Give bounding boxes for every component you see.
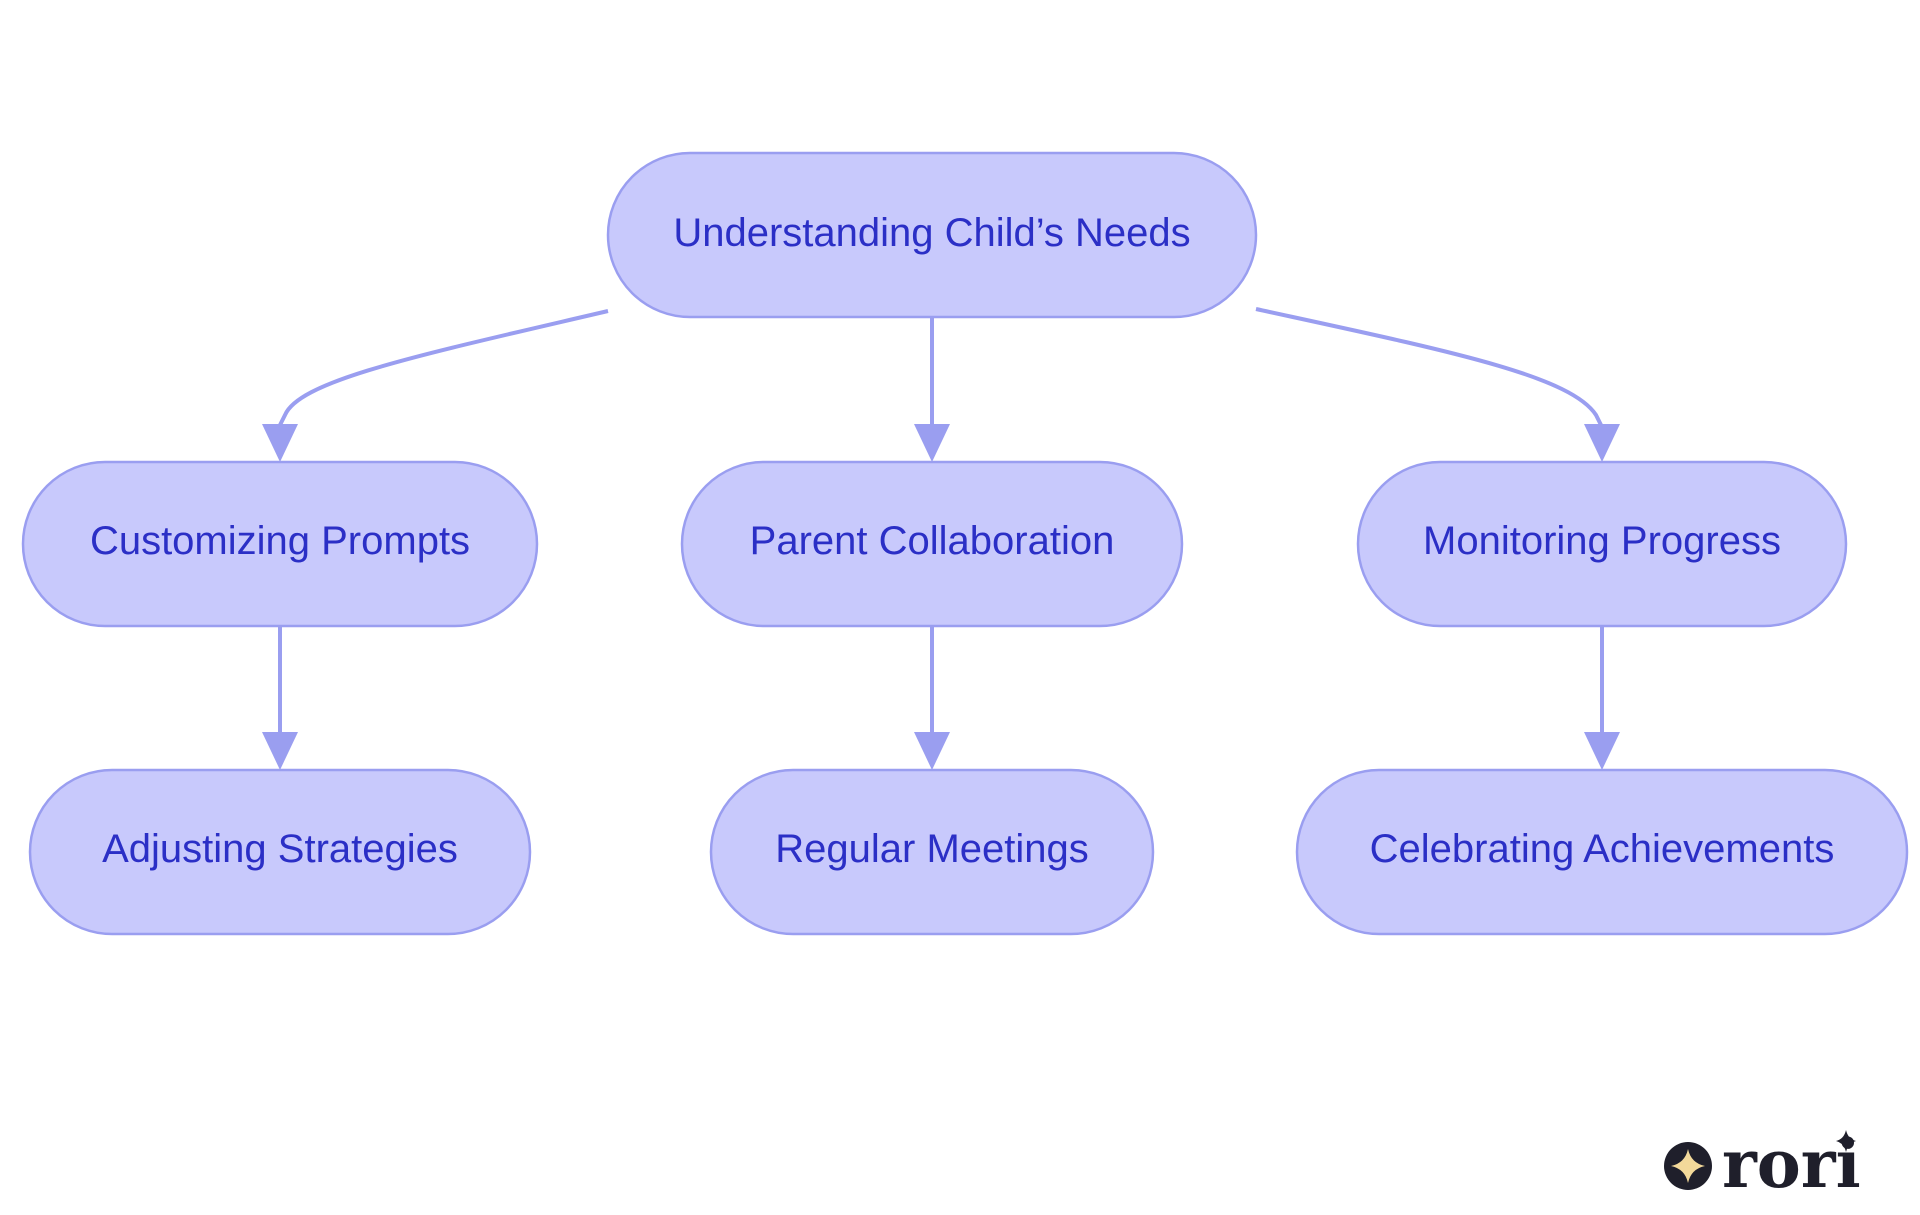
four-point-star-icon (1671, 1149, 1705, 1183)
arrowhead-celebrating (1584, 732, 1620, 770)
arrowhead-monitoring (1584, 424, 1620, 462)
nodes: Understanding Child’s Needs Customizing … (21, 151, 1909, 936)
logo-wordmark: rori (1722, 1125, 1861, 1203)
node-celebrating-achievements: Celebrating Achievements (1295, 768, 1909, 936)
node-monitoring-progress: Monitoring Progress (1356, 460, 1848, 628)
brand-logo: rori (1664, 1125, 1861, 1203)
edge-root-to-monitoring (1255, 307, 1603, 426)
node-root-label: Understanding Child’s Needs (673, 211, 1190, 255)
node-celebrating-achievements-label: Celebrating Achievements (1370, 827, 1835, 871)
node-parent-collaboration-label: Parent Collaboration (750, 519, 1115, 563)
node-regular-meetings-label: Regular Meetings (775, 827, 1089, 871)
edges (278, 307, 1604, 733)
edge-root-to-customizing (278, 309, 609, 426)
node-root: Understanding Child’s Needs (606, 151, 1258, 319)
arrowhead-customizing (262, 424, 298, 462)
node-monitoring-progress-label: Monitoring Progress (1423, 519, 1781, 563)
node-regular-meetings: Regular Meetings (709, 768, 1155, 936)
node-adjusting-strategies-label: Adjusting Strategies (102, 827, 458, 871)
node-adjusting-strategies: Adjusting Strategies (28, 768, 532, 936)
arrowhead-collaboration (914, 424, 950, 462)
arrowhead-adjusting (262, 732, 298, 770)
node-parent-collaboration: Parent Collaboration (680, 460, 1184, 628)
arrowheads (262, 424, 1620, 770)
logo-sparkle-icon (1836, 1130, 1856, 1152)
node-customizing-prompts: Customizing Prompts (21, 460, 539, 628)
node-customizing-prompts-label: Customizing Prompts (90, 519, 470, 563)
arrowhead-meetings (914, 732, 950, 770)
